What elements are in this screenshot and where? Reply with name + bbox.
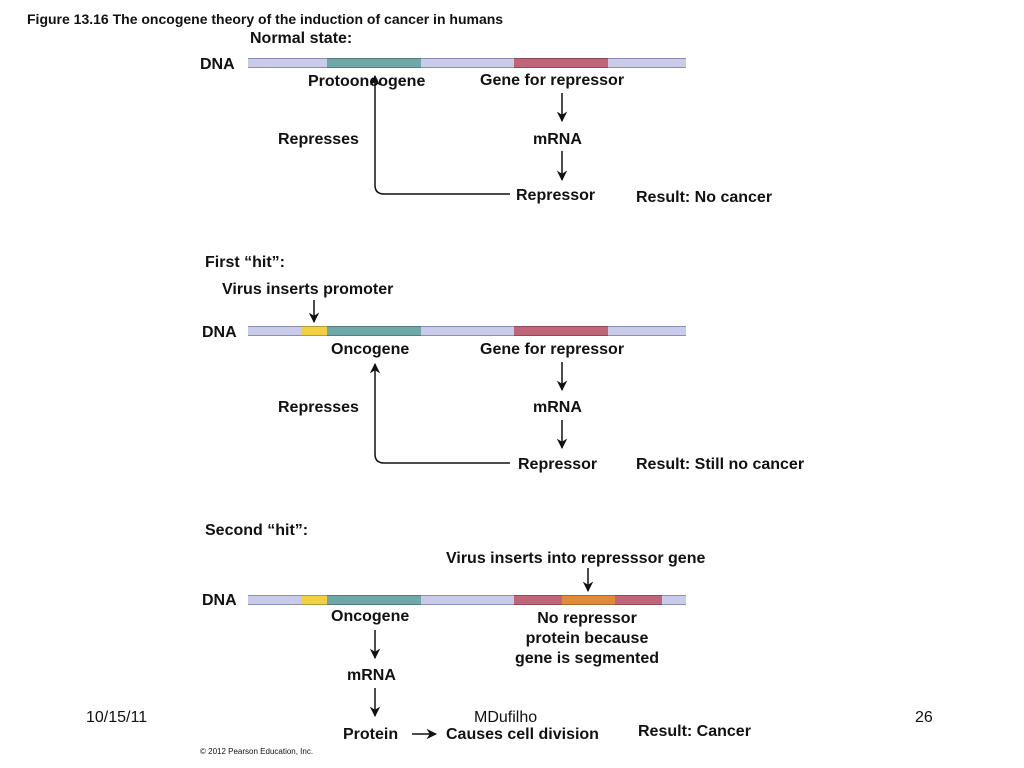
panel1-repressor-gene-segment [514,58,608,68]
panel1-mrna-label: mRNA [533,131,582,148]
panel2-heading: First “hit”: [205,254,285,271]
panel3-dna-strand [248,595,686,605]
panel2-repression-arrow [369,362,510,464]
panel3-dna-label: DNA [202,592,237,609]
panel3-no-repressor-line2: protein because [525,630,649,647]
panel3-event: Virus inserts into represssor gene [446,550,706,567]
panel3-viral-insert-segment [562,595,615,605]
panel2-oncogene-label: Oncogene [331,341,410,358]
figure-title: Figure 13.16 The oncogene theory of the … [27,11,504,27]
panel3-protein-label: Protein [343,726,399,743]
panel3-promoter-segment [301,595,327,605]
panel1-dna-strand [248,58,686,68]
panel2-repressor-gene-label: Gene for repressor [480,341,625,358]
panel1-repressor-gene-label: Gene for repressor [480,72,625,89]
panel1-repression-arrow [369,74,510,195]
panel3-repressor-gene-part2 [615,595,662,605]
panel2-represses-label: Represses [278,399,359,416]
panel1-repressor-label: Repressor [516,187,596,204]
panel3-repressor-gene-part1 [514,595,562,605]
panel3-result: Result: Cancer [638,723,751,740]
footer-page-number: 26 [915,709,933,726]
panel2-oncogene-segment [327,326,421,336]
panel2-repressor-label: Repressor [518,456,598,473]
panel1-result: Result: No cancer [636,189,773,206]
panel3-causes-label: Causes cell division [446,726,599,743]
panel2-promoter-segment [301,326,327,336]
panel2-result: Result: Still no cancer [636,456,805,473]
panel1-protooncogene-segment [327,58,421,68]
panel2-dna-strand [248,326,686,336]
panel3-no-repressor-line3: gene is segmented [514,650,660,667]
panel2-mrna-label: mRNA [533,399,582,416]
footer-author: MDufilho [474,709,538,726]
panel2-repressor-gene-segment [514,326,608,336]
panel1-dna-label: DNA [200,56,235,73]
panel1-represses-label: Represses [278,131,359,148]
panel2-event: Virus inserts promoter [222,281,394,298]
footer-date: 10/15/11 [86,709,148,726]
panel2-dna-label: DNA [202,324,237,341]
panel1-heading: Normal state: [250,30,353,47]
panel3-no-repressor-line1: No repressor [537,610,637,627]
panel1-protooncogene-label: Protooncogene [308,73,426,90]
panel3-oncogene-label: Oncogene [331,608,410,625]
panel3-oncogene-segment [327,595,421,605]
panel3-heading: Second “hit”: [205,522,309,539]
panel3-mrna-label: mRNA [347,667,396,684]
copyright-notice: © 2012 Pearson Education, Inc. [200,747,314,756]
